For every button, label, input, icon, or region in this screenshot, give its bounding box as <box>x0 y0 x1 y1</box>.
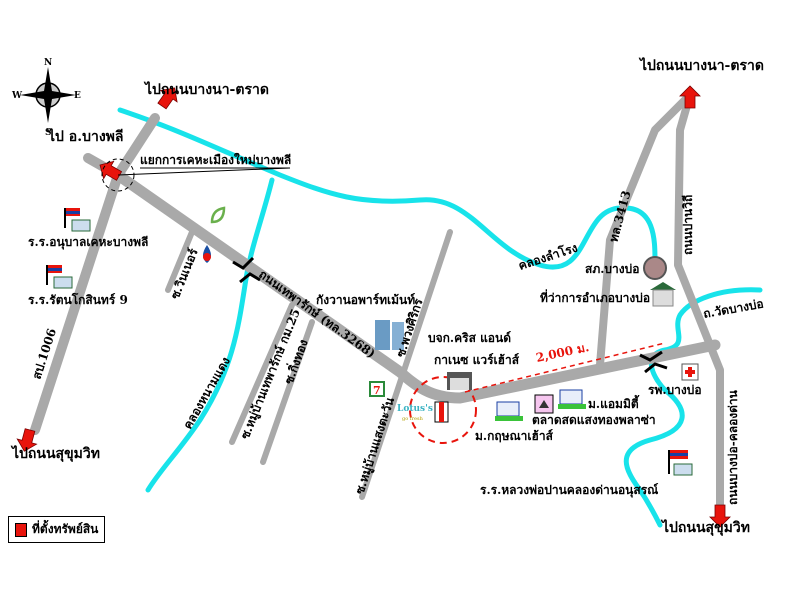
bangchak-icon <box>210 206 226 224</box>
svg-text:S: S <box>45 128 52 138</box>
house-icon <box>495 389 586 421</box>
junction-leader <box>117 167 291 176</box>
police-icon <box>643 256 667 280</box>
road-label-saengtawan: ซ.หมู่บ้านแสงตะวัน <box>353 395 399 496</box>
destination-sukhumvit-left: ไปถนนสุขุมวิท <box>10 444 100 462</box>
river-right <box>623 287 763 528</box>
svg-text:E: E <box>74 91 81 101</box>
hospital-icon <box>681 363 699 381</box>
svg-text:N: N <box>44 58 52 68</box>
destination-bangna-trat-right: ไปถนนบางนา-ตราด <box>638 56 764 74</box>
bridge-icon <box>232 256 668 374</box>
label-market: ตลาดสดแสงทองพลาซ่า <box>532 413 656 427</box>
label-school-anuban: ร.ร.อนุบาลเคหะบางพลี <box>28 235 148 250</box>
property-legend-swatch <box>15 522 27 537</box>
label-police: สภ.บางบ่อ <box>585 262 639 276</box>
district-office-icon <box>650 282 676 307</box>
arrow-icon <box>16 85 731 528</box>
junction-marker <box>101 158 135 192</box>
label-company-line2: กาเนซ แวร์เฮ้าส์ <box>434 353 520 367</box>
canal-label-nong-ngu-hao: คลองหนามแดง <box>180 355 232 432</box>
distance-line <box>464 342 666 393</box>
legend: ที่ตั้งทรัพย์สิน <box>8 516 106 543</box>
building-icon <box>375 320 404 350</box>
destination-sukhumvit-right: ไปถนนสุขุมวิท <box>660 518 750 536</box>
compass-icon: N S E W <box>11 58 81 138</box>
label-village-amity: ม.แอมมิตี้ <box>588 394 640 411</box>
road-label-bangbo-khlongdan: ถนนบางบ่อ-คลองด่าน <box>726 389 740 505</box>
label-company-line1: บจก.คริส แอนด์ <box>428 331 511 345</box>
road-label-panwithi: ถนนปานวิถี <box>681 195 695 255</box>
legend-label: ที่ตั้งทรัพย์สิน <box>32 522 99 536</box>
road-label-3413: ทล.3413 <box>606 189 633 244</box>
road-network <box>30 91 724 514</box>
warehouse-icon <box>447 372 472 390</box>
svg-text:W: W <box>11 91 23 101</box>
property-circle <box>409 376 477 444</box>
lotus-logo: Lotus's <box>397 404 433 414</box>
label-district-office: ที่ว่าการอำเภอบางบ่อ <box>540 289 650 305</box>
label-apartment: กังวานอพาร์ทเม้นท์ <box>316 293 415 307</box>
market-icon <box>534 394 554 414</box>
label-village-kritsana: ม.กฤษณาเฮ้าส์ <box>475 429 554 443</box>
svg-text:go fresh: go fresh <box>402 416 424 422</box>
road-label-wat-bang-bo: ถ.วัดบางบ่อ <box>702 297 765 321</box>
distance-label: 2,000 ม. <box>535 340 591 365</box>
svg-text:7: 7 <box>373 384 381 397</box>
canal-nong-ngu-hao <box>145 177 275 493</box>
destination-bangna-trat-left: ไปถนนบางนา-ตราด <box>143 80 269 98</box>
seven-eleven-icon: 7 <box>369 381 385 397</box>
destination-bang-phli: ไป อ.บางพลี <box>46 127 123 145</box>
junction-label: แยกการเคหะเมืองใหม่บางพลี <box>140 152 291 167</box>
label-hospital: รพ.บางบ่อ <box>648 383 702 397</box>
school-icon <box>46 208 693 476</box>
label-school-luangpho: ร.ร.หลวงพ่อปานคลองด่านอนุสรณ์ <box>480 483 658 498</box>
label-school-rattanakosin: ร.ร.รัตนโกสินทร์ 9 <box>28 292 128 307</box>
petrol-station-icon <box>203 245 211 263</box>
